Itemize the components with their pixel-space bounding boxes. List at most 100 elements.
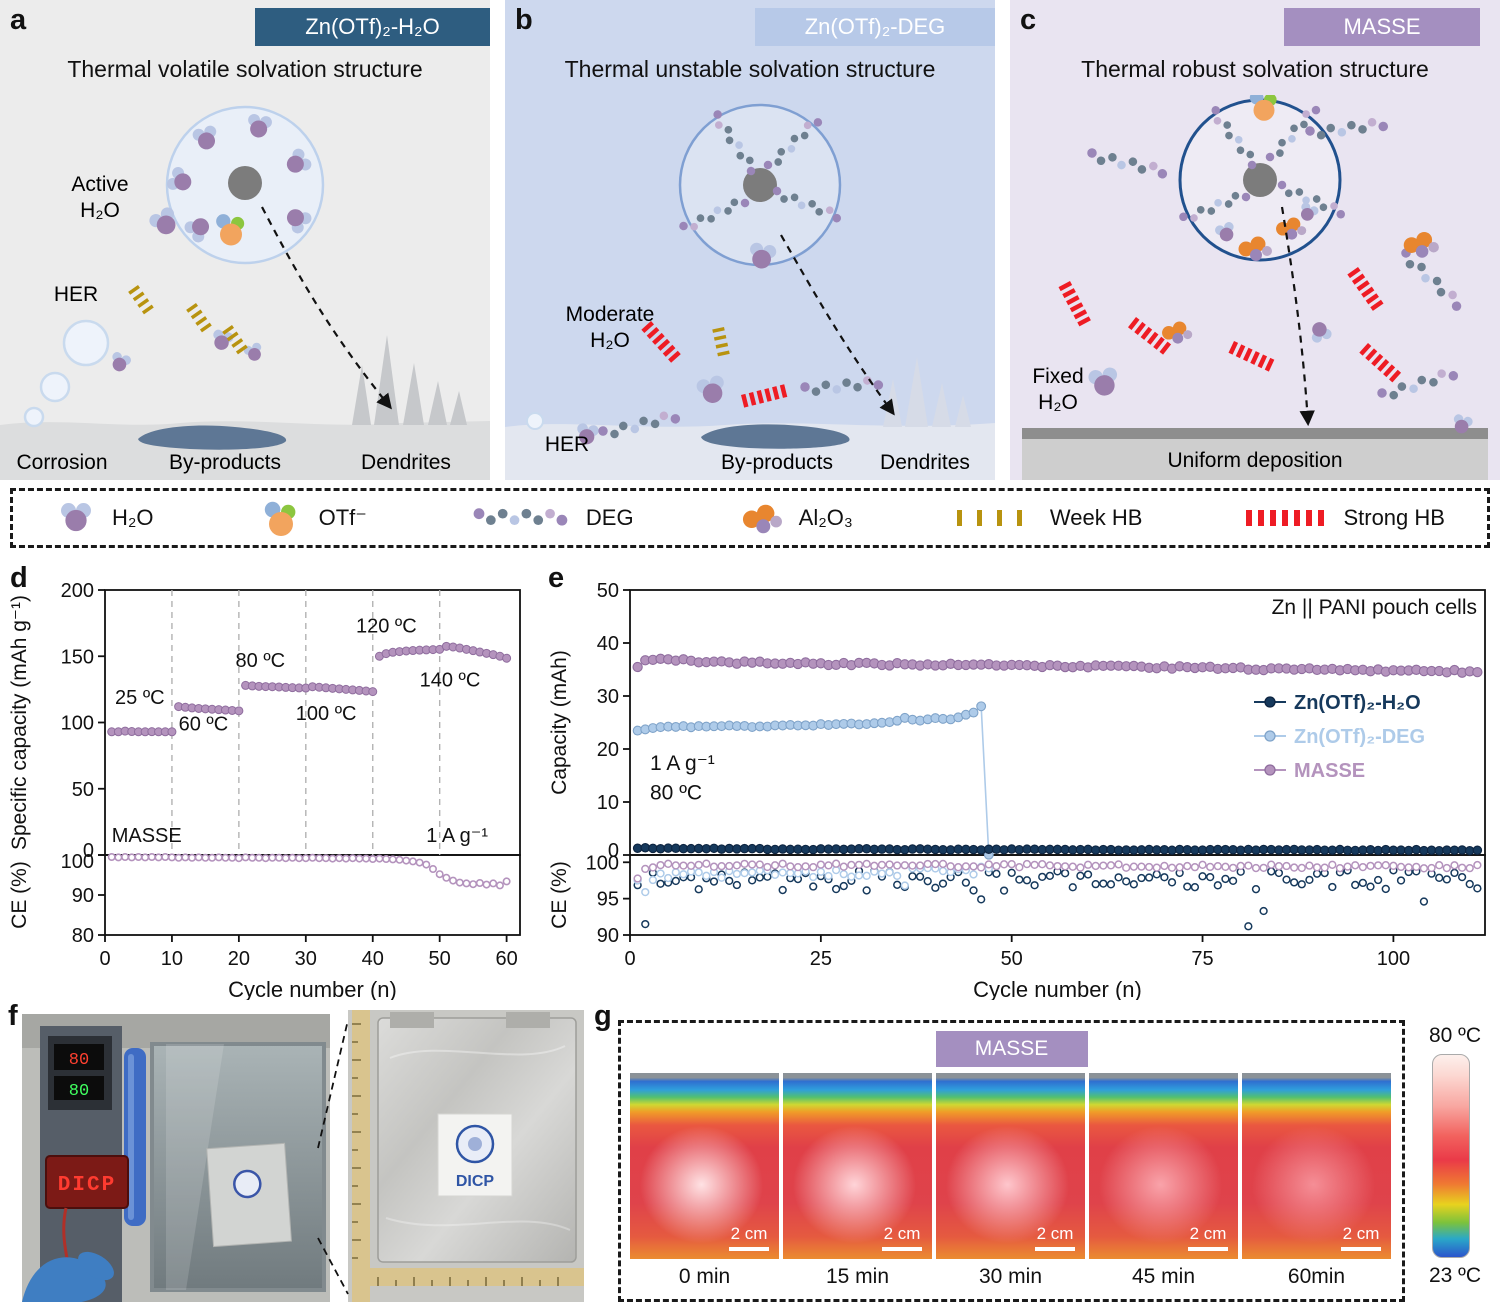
- svg-text:50: 50: [597, 580, 619, 602]
- her-bubbles: [23, 319, 110, 428]
- al2o3-cluster: [1162, 321, 1193, 344]
- moderate-h2o-label: H₂O: [590, 329, 630, 352]
- dashed-arrow: [261, 206, 392, 410]
- legend-label: OTf⁻: [318, 505, 367, 530]
- svg-text:1 A g⁻¹: 1 A g⁻¹: [650, 752, 715, 775]
- panel-b-badge: Zn(OTf)₂-DEG: [755, 8, 995, 46]
- panel-c-illustration: Fixed H₂O Uniform deposition: [1022, 95, 1488, 480]
- svg-text:100: 100: [586, 852, 619, 874]
- strong-hb-icon: [641, 321, 681, 363]
- deposition-label: Uniform deposition: [1167, 449, 1342, 472]
- free-h2o: [108, 350, 133, 375]
- svg-text:60 ºC: 60 ºC: [179, 713, 229, 735]
- svg-text:200: 200: [61, 580, 94, 602]
- legend-item-deg: DEG: [471, 504, 634, 532]
- free-h2o: [695, 374, 729, 407]
- deg-icon: [473, 508, 568, 526]
- panel-c-letter: c: [1020, 4, 1037, 36]
- led-sign-text: DICP: [58, 1174, 116, 1197]
- time-label: 0 min: [678, 1265, 731, 1288]
- deposition-layer: [1022, 428, 1488, 439]
- figure-legend: H₂O OTf⁻ DEG Al₂O₃ Week HB Strong HB: [10, 488, 1490, 548]
- ruler-horizontal: [352, 1268, 584, 1286]
- svg-text:90: 90: [72, 885, 94, 907]
- panel-a-illustration: Active H₂O HER Corrosion By-products Den…: [0, 105, 490, 480]
- strong-hb-icon: [1246, 510, 1325, 526]
- svg-text:Zn(OTf)₂-H₂O: Zn(OTf)₂-H₂O: [1294, 692, 1421, 714]
- panel-c-badge: MASSE: [1284, 8, 1480, 46]
- svg-text:100: 100: [61, 713, 94, 735]
- legend-label: Week HB: [1049, 505, 1143, 530]
- svg-text:CE (%): CE (%): [8, 861, 31, 929]
- scale-bar: 2 cm: [882, 1224, 922, 1251]
- legend-item-al2o3: Al₂O₃: [738, 500, 853, 536]
- oven-display-red: 80: [69, 1051, 89, 1070]
- byproduct-shape: [138, 425, 287, 450]
- svg-text:30: 30: [597, 686, 619, 708]
- active-h2o-label: Active: [71, 173, 128, 196]
- svg-text:75: 75: [1191, 948, 1213, 970]
- svg-text:95: 95: [597, 889, 619, 911]
- ground: [505, 423, 995, 480]
- svg-text:100 ºC: 100 ºC: [296, 703, 357, 725]
- svg-text:MASSE: MASSE: [1294, 760, 1365, 782]
- svg-text:Capacity (mAh): Capacity (mAh): [548, 650, 571, 795]
- svg-text:0: 0: [83, 840, 94, 862]
- weak-hb-icon: [712, 327, 730, 357]
- fixed-h2o-label: H₂O: [1038, 391, 1078, 414]
- time-label: 30 min: [978, 1265, 1043, 1288]
- scale-bar: 2 cm: [1035, 1224, 1075, 1251]
- scale-bar: 2 cm: [729, 1224, 769, 1251]
- oven-photo: 80 80 DICP: [22, 1014, 330, 1302]
- svg-text:50: 50: [1001, 948, 1023, 970]
- svg-text:90: 90: [597, 925, 619, 947]
- panel-b-title: Thermal unstable solvation structure: [564, 56, 936, 82]
- svg-text:0: 0: [608, 840, 619, 862]
- scale-bar: 2 cm: [1188, 1224, 1228, 1251]
- panel-e-letter: e: [548, 562, 565, 594]
- panel-a: a Zn(OTf)₂-H₂O Thermal volatile solvatio…: [0, 0, 490, 480]
- pouch-closeup-photo: DICP: [348, 1010, 584, 1302]
- svg-text:100: 100: [1377, 948, 1410, 970]
- legend-item-h2o: H₂O: [55, 500, 154, 536]
- svg-text:10: 10: [161, 948, 183, 970]
- panel-c: c MASSE Thermal robust solvation structu…: [1010, 0, 1500, 480]
- zn-ion: [1243, 163, 1277, 197]
- svg-text:0: 0: [624, 948, 635, 970]
- svg-text:50: 50: [72, 779, 94, 801]
- dicp-logo-text: DICP: [456, 1173, 495, 1190]
- svg-text:140 ºC: 140 ºC: [420, 670, 481, 692]
- panel-d-letter: d: [10, 562, 28, 594]
- al2o3-icon: [742, 504, 782, 534]
- svg-text:Cycle number (n): Cycle number (n): [973, 977, 1142, 1000]
- byproducts-label: By-products: [721, 451, 833, 474]
- weak-hb-icon: [186, 303, 212, 333]
- byproducts-label: By-products: [169, 451, 281, 474]
- svg-text:80 ºC: 80 ºC: [236, 650, 286, 672]
- panel-f-photos: 80 80 DICP DICP: [22, 1010, 584, 1302]
- ruler-vertical: [352, 1010, 370, 1302]
- scale-bar: 2 cm: [1341, 1224, 1381, 1251]
- svg-text:40: 40: [597, 633, 619, 655]
- svg-text:1 A g⁻¹: 1 A g⁻¹: [426, 825, 488, 847]
- h2o-icon: [61, 503, 91, 532]
- zn-ion: [228, 166, 262, 200]
- legend-item-weak-hb: Week HB: [956, 505, 1143, 531]
- strong-hb-icon: [1347, 267, 1384, 311]
- ground: [0, 421, 490, 480]
- temperature-min-label: 23 ºC: [1428, 1264, 1482, 1287]
- otf-icon: [264, 501, 295, 536]
- legend-item-otf: OTf⁻: [258, 497, 367, 539]
- thermal-image-strip: MASSE 2 cm 2 cm 2 cm 2 cm 2 cm 0 min 15 …: [618, 1020, 1405, 1302]
- panel-b-illustration: Moderate H₂O HER By-products Dendrites: [505, 103, 995, 480]
- pouch-in-oven: [206, 1142, 292, 1248]
- thermal-frame-0min: 2 cm: [630, 1073, 779, 1259]
- temperature-max-label: 80 ºC: [1428, 1024, 1482, 1047]
- svg-text:20: 20: [597, 739, 619, 761]
- thermal-frame-45min: 2 cm: [1089, 1073, 1238, 1259]
- strong-hb-icon: [1359, 343, 1402, 383]
- weak-hb-icon: [956, 510, 1022, 526]
- svg-text:25 ºC: 25 ºC: [115, 687, 165, 709]
- panel-a-letter: a: [10, 4, 27, 36]
